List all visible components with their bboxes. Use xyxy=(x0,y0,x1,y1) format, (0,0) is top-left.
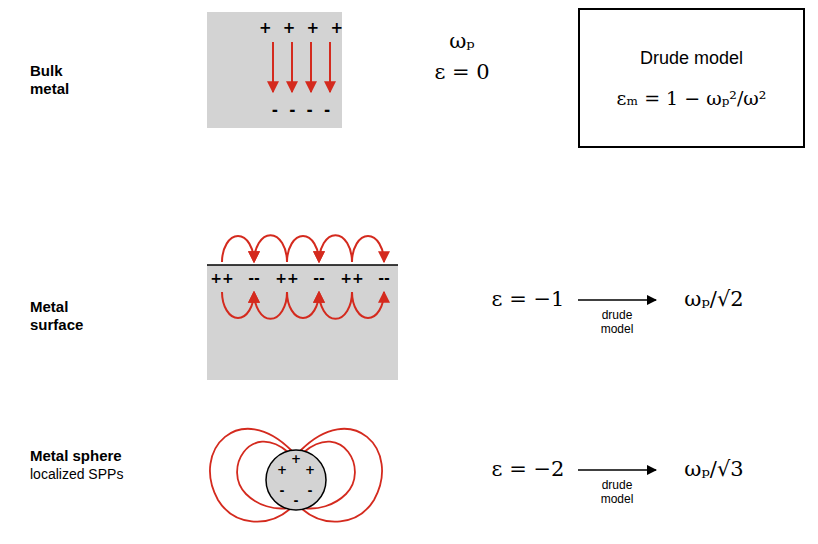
surface-charge: -- xyxy=(248,270,260,287)
surface-field-lines xyxy=(222,235,384,319)
row-title: Bulk metal xyxy=(30,62,90,98)
conversion-arrow xyxy=(578,469,656,471)
metal-sphere xyxy=(266,450,326,510)
surface-charge: -- xyxy=(313,270,325,287)
sphere-charge: + xyxy=(291,452,301,466)
metal-surface-block xyxy=(207,265,398,380)
arrow-caption: drude model xyxy=(596,309,638,337)
permittivity-condition: ε = 0 xyxy=(434,60,489,85)
arrow-caption: drude model xyxy=(596,479,638,507)
bulk-metal-block xyxy=(207,12,342,128)
charge-row: + + + + xyxy=(259,19,343,37)
charge-row: - - - - xyxy=(272,101,331,119)
permittivity-condition: ε = −1 xyxy=(492,287,565,312)
formula: εₘ = 1 − ωₚ²/ω² xyxy=(617,87,767,109)
surface-charge: -- xyxy=(378,270,390,287)
dipole-field-lines xyxy=(210,429,382,522)
surface-charge: ++ xyxy=(210,270,233,287)
row-subtitle: localized SPPs xyxy=(30,466,123,483)
model-box: Drude model εₘ = 1 − ωₚ²/ω² xyxy=(578,8,805,148)
row-title: Metal sphere xyxy=(30,447,122,465)
sphere-charge: + xyxy=(305,463,315,477)
box-heading: Drude model xyxy=(640,48,743,69)
resonance-frequency: ωₚ/√2 xyxy=(684,287,743,312)
frequency-symbol: ωₚ xyxy=(449,29,475,54)
sphere-charge: + xyxy=(277,463,287,477)
sphere-charge: - xyxy=(280,484,285,498)
surface-charge: ++ xyxy=(340,270,363,287)
conversion-arrow xyxy=(578,299,656,301)
surface-charge: ++ xyxy=(275,270,298,287)
bulk-field-arrows xyxy=(273,42,330,92)
resonance-frequency: ωₚ/√3 xyxy=(684,457,743,482)
sphere-charge: - xyxy=(308,484,313,498)
sphere-charge: - xyxy=(294,494,299,508)
surface-line xyxy=(207,264,398,266)
permittivity-condition: ε = −2 xyxy=(492,457,565,482)
row-title: Metal surface xyxy=(30,298,100,334)
